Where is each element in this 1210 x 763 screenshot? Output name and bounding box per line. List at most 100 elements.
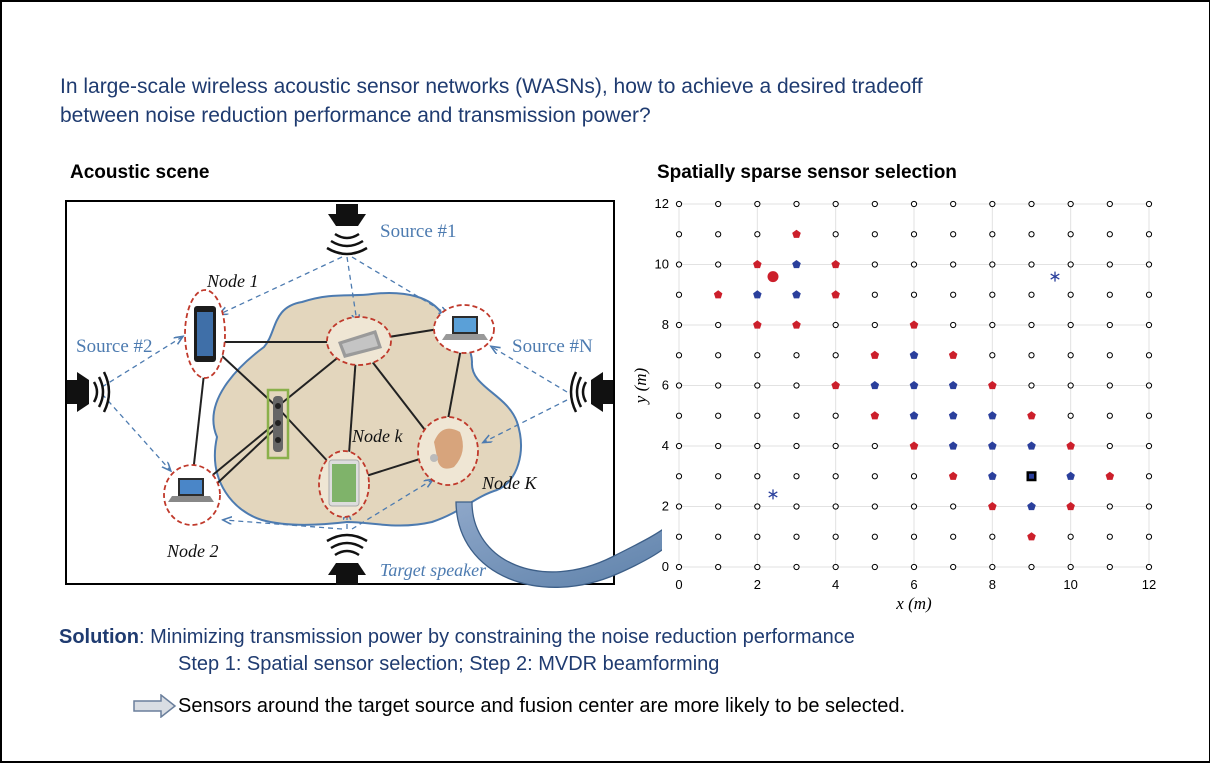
- sensor-point: [910, 473, 918, 480]
- fusion-center-inner: [1029, 473, 1034, 479]
- selected-sensor-red: [831, 290, 840, 299]
- sensor-point: [1028, 563, 1035, 571]
- sensor-point: [989, 563, 996, 571]
- solution-steps: Step 1: Spatial sensor selection; Step 2…: [178, 653, 720, 675]
- nodeK-hearing-aid-icon: [417, 416, 479, 486]
- sensor-point: [675, 231, 683, 238]
- sensor-point: [715, 200, 722, 208]
- sensor-point: [871, 442, 878, 450]
- sensor-point: [715, 412, 722, 419]
- node1-label: Node 1: [206, 271, 259, 291]
- sensor-point: [793, 503, 800, 510]
- selected-sensor-blue: [909, 350, 919, 359]
- selected-sensor-blue: [870, 381, 880, 390]
- selected-sensor-red: [988, 502, 997, 511]
- selected-sensor-red: [792, 229, 801, 238]
- sensor-point: [1067, 261, 1074, 268]
- y-tick-label: 2: [662, 499, 669, 514]
- selected-sensor-blue: [948, 441, 958, 450]
- sensor-point: [793, 563, 800, 571]
- sensor-point: [1067, 352, 1074, 359]
- sensor-point: [832, 563, 839, 571]
- right-arrow-icon: [133, 694, 177, 718]
- sensor-point: [1106, 291, 1113, 298]
- nodek-tablet-icon: [318, 450, 370, 518]
- interferer-marker: [768, 489, 778, 500]
- nodek-label: Node k: [351, 426, 403, 446]
- x-tick-label: 2: [754, 577, 761, 592]
- sensor-point: [832, 200, 839, 208]
- sensor-point: [754, 473, 761, 480]
- sensor-point: [1067, 231, 1074, 238]
- sensor-point: [675, 200, 683, 208]
- sensor-point: [871, 473, 878, 480]
- sensor-point: [715, 231, 722, 238]
- selected-sensor-blue: [1027, 441, 1036, 450]
- selected-sensor-red: [948, 471, 958, 480]
- sensor-point: [871, 231, 878, 238]
- selected-sensor-blue: [753, 290, 762, 299]
- selected-sensor-blue: [909, 411, 919, 420]
- node1-phone-icon: [184, 289, 226, 379]
- selected-sensor-blue: [1066, 471, 1075, 480]
- sensor-point: [1106, 382, 1113, 389]
- solution-text: Solution: Minimizing transmission power …: [59, 626, 855, 649]
- sensor-point: [1106, 442, 1113, 450]
- question-text: In large-scale wireless acoustic sensor …: [60, 72, 1120, 130]
- sensor-point: [989, 291, 996, 298]
- sensor-point: [715, 563, 722, 571]
- selected-sensor-blue: [948, 381, 958, 390]
- selected-sensor-blue: [1027, 502, 1036, 511]
- selected-sensor-red: [753, 260, 762, 269]
- sensor-point: [793, 200, 800, 208]
- sensor-point: [793, 352, 800, 359]
- sensor-point: [675, 352, 683, 359]
- question-line-1: In large-scale wireless acoustic sensor …: [60, 75, 923, 98]
- sensor-point: [715, 473, 722, 480]
- sensor-point: [1106, 352, 1113, 359]
- selected-sensor-red: [988, 381, 997, 390]
- sensor-point: [715, 321, 722, 329]
- sensor-point: [910, 261, 918, 268]
- x-tick-label: 8: [989, 577, 996, 592]
- sensor-point: [715, 533, 722, 540]
- sensor-point: [1028, 231, 1035, 238]
- y-tick-label: 4: [662, 438, 669, 453]
- sensor-point: [675, 473, 683, 480]
- sensor-point: [675, 291, 683, 298]
- sensor-point: [1106, 503, 1113, 510]
- solution-label: Solution: [59, 626, 139, 648]
- sensor-point: [715, 503, 722, 510]
- sensor-point: [1145, 412, 1153, 419]
- question-line-2: between noise reduction performance and …: [60, 104, 651, 127]
- sensor-point: [989, 261, 996, 268]
- selected-sensor-red: [1027, 532, 1036, 541]
- sensor-point: [910, 533, 918, 540]
- nodeK-label: Node K: [481, 473, 537, 493]
- sensor-point: [675, 321, 683, 329]
- x-tick-label: 6: [910, 577, 917, 592]
- conclusion-text: Sensors around the target source and fus…: [178, 695, 906, 717]
- sensor-point: [910, 503, 918, 510]
- selected-sensor-red: [753, 320, 762, 329]
- sensor-point: [754, 533, 761, 540]
- y-tick-label: 10: [655, 257, 669, 272]
- sensor-point: [1145, 261, 1153, 268]
- sensor-point: [1028, 321, 1035, 329]
- sensor-point: [1067, 291, 1074, 298]
- selected-sensor-blue: [792, 260, 801, 269]
- sensor-point: [1028, 352, 1035, 359]
- sensor-point: [1145, 473, 1153, 480]
- sensor-point: [832, 321, 839, 329]
- sensor-point: [989, 231, 996, 238]
- sensor-point: [910, 563, 918, 571]
- node2-laptop-icon: [163, 464, 221, 526]
- node2-label: Node 2: [166, 541, 219, 561]
- y-axis-label: y (m): [632, 367, 650, 405]
- sensor-point: [1106, 412, 1113, 419]
- node-microphone-array-icon: [266, 388, 290, 460]
- selected-sensor-blue: [909, 381, 919, 390]
- sensor-point: [1106, 261, 1113, 268]
- sensor-point: [871, 261, 878, 268]
